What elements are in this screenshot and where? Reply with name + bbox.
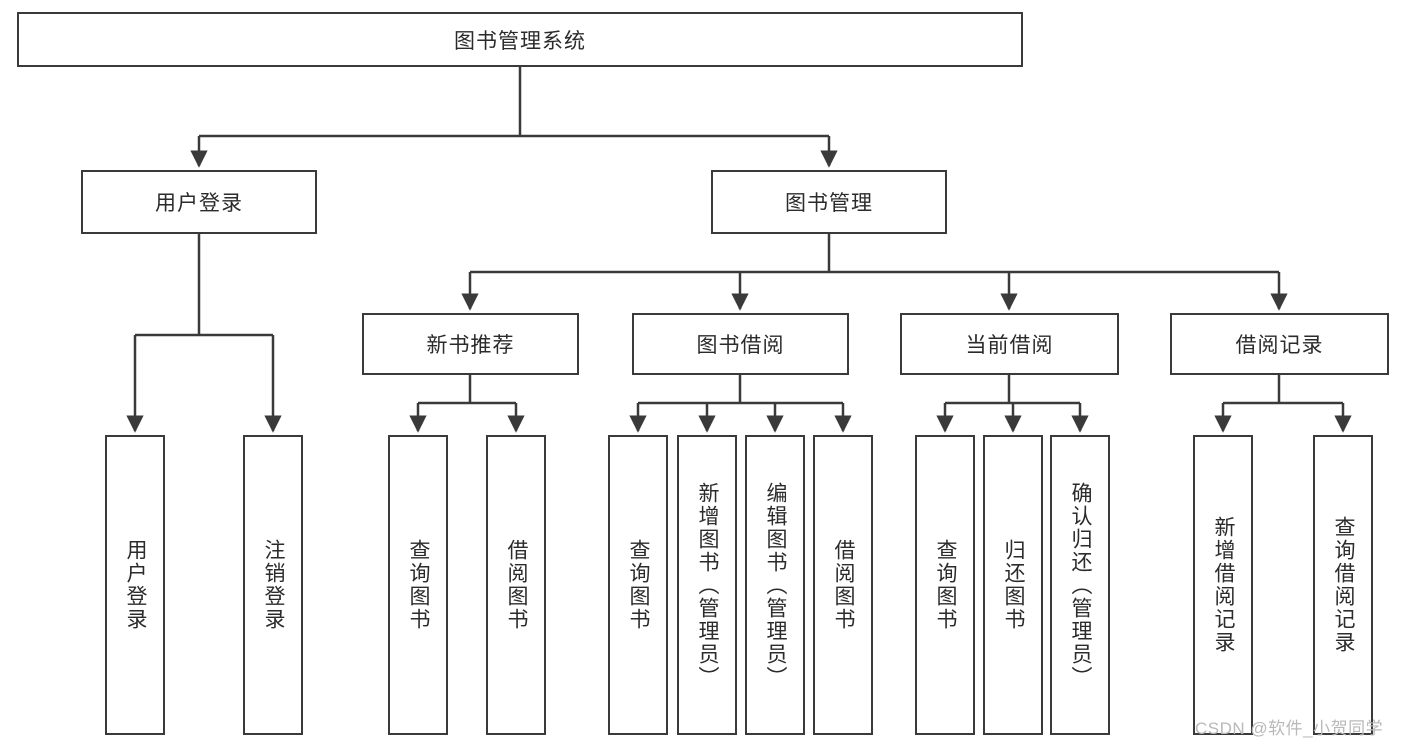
node-borrow-records-label: 借阅记录	[1235, 334, 1324, 357]
node-book-management-label: 图书管理	[785, 192, 873, 215]
leaf-query-book-newbook-label: 查询图书	[407, 539, 431, 631]
leaf-add-book-admin[interactable]: 新增图书（管理员）	[677, 435, 737, 735]
node-borrow-records[interactable]: 借阅记录	[1170, 313, 1389, 375]
leaf-user-login-label: 用户登录	[124, 539, 148, 631]
leaf-add-book-admin-label: 新增图书（管理员）	[696, 481, 720, 689]
leaf-return-book[interactable]: 归还图书	[983, 435, 1043, 735]
leaf-user-login[interactable]: 用户登录	[105, 435, 165, 735]
node-book-management[interactable]: 图书管理	[711, 170, 947, 234]
node-user-login-label: 用户登录	[155, 192, 243, 215]
leaf-query-book-borrow[interactable]: 查询图书	[608, 435, 668, 735]
leaf-query-borrow-record-label: 查询借阅记录	[1332, 516, 1356, 654]
node-current-borrow-label: 当前借阅	[965, 334, 1054, 357]
leaf-borrow-book-newbook-label: 借阅图书	[505, 539, 529, 631]
leaf-add-borrow-record[interactable]: 新增借阅记录	[1193, 435, 1253, 735]
leaf-add-borrow-record-label: 新增借阅记录	[1212, 516, 1236, 654]
leaf-query-book-current[interactable]: 查询图书	[915, 435, 975, 735]
leaf-return-book-label: 归还图书	[1002, 539, 1026, 631]
leaf-borrow-book-newbook[interactable]: 借阅图书	[486, 435, 546, 735]
leaf-query-book-newbook[interactable]: 查询图书	[388, 435, 448, 735]
leaf-edit-book-admin-label: 编辑图书（管理员）	[764, 481, 788, 689]
leaf-query-book-borrow-label: 查询图书	[627, 539, 651, 631]
node-user-login[interactable]: 用户登录	[81, 170, 317, 234]
leaf-query-book-current-label: 查询图书	[934, 539, 958, 631]
leaf-query-borrow-record[interactable]: 查询借阅记录	[1313, 435, 1373, 735]
leaf-edit-book-admin[interactable]: 编辑图书（管理员）	[745, 435, 805, 735]
leaf-logout-label: 注销登录	[262, 539, 286, 631]
node-book-borrow[interactable]: 图书借阅	[632, 313, 849, 375]
node-current-borrow[interactable]: 当前借阅	[900, 313, 1119, 375]
node-new-book-recommend[interactable]: 新书推荐	[362, 313, 579, 375]
watermark-text: CSDN @软件_小贺同学	[1195, 719, 1384, 738]
node-root-label: 图书管理系统	[454, 29, 586, 53]
leaf-borrow-book[interactable]: 借阅图书	[813, 435, 873, 735]
node-new-book-recommend-label: 新书推荐	[426, 334, 515, 357]
node-book-borrow-label: 图书借阅	[696, 334, 785, 357]
leaf-logout[interactable]: 注销登录	[243, 435, 303, 735]
leaf-confirm-return-admin[interactable]: 确认归还（管理员）	[1050, 435, 1110, 735]
node-root[interactable]: 图书管理系统	[17, 12, 1023, 67]
leaf-confirm-return-admin-label: 确认归还（管理员）	[1069, 481, 1093, 689]
leaf-borrow-book-label: 借阅图书	[832, 539, 856, 631]
